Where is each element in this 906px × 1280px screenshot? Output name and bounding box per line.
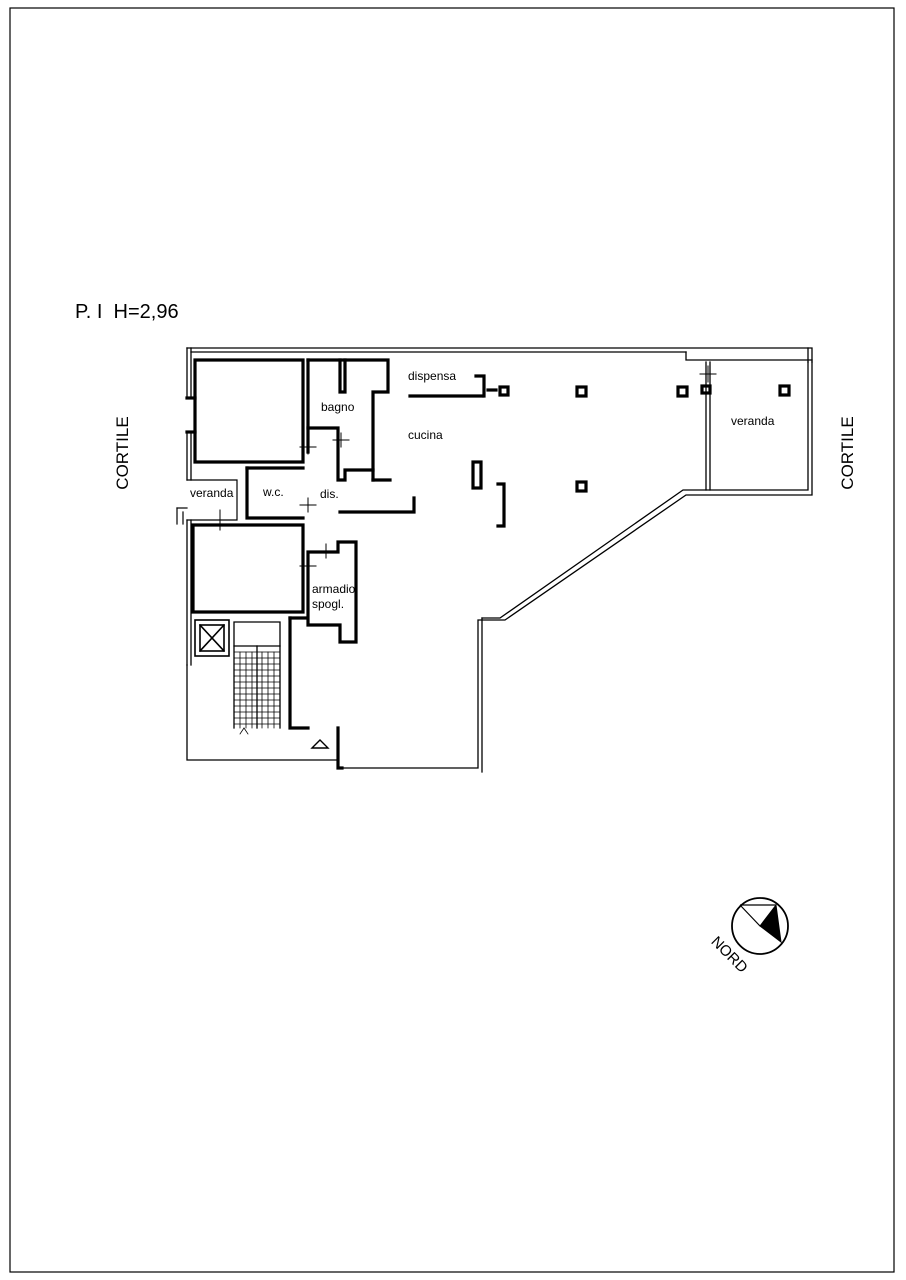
compass-circle: [731, 897, 789, 955]
floor-plan: [176, 347, 813, 773]
thick-walls: [185, 358, 791, 770]
plan-title: P. I H=2,96: [75, 301, 179, 323]
outer-perimeter: [186, 347, 813, 773]
door-marks: [207, 365, 717, 574]
wardrobe-label-line1: armadio: [312, 582, 356, 596]
stair-treads: [233, 651, 281, 735]
courtyard-left-label: CORTILE: [113, 416, 132, 489]
room-labels: dispensa bagno cucina veranda veranda w.…: [190, 369, 775, 611]
kitchen-label: cucina: [408, 428, 443, 442]
staircase: [233, 621, 281, 729]
courtyard-right-label: CORTILE: [838, 416, 857, 489]
veranda-right-label: veranda: [731, 414, 775, 428]
pantry-label: dispensa: [408, 369, 456, 383]
north-label: NORD: [708, 933, 751, 976]
sheet-border: [9, 7, 895, 1273]
elevator-shaft: [194, 619, 230, 657]
compass-needle-icon: [739, 903, 782, 944]
hallway-label: dis.: [320, 487, 339, 501]
veranda-left-label: veranda: [190, 486, 234, 500]
bathroom-label: bagno: [321, 400, 355, 414]
entrance-arrow-icon: [310, 739, 330, 749]
north-arrow: NORD: [708, 897, 789, 977]
veranda-right-frame: [705, 361, 711, 491]
wardrobe-label-line2: spogl.: [312, 597, 344, 611]
wc-label: w.c.: [262, 485, 284, 499]
